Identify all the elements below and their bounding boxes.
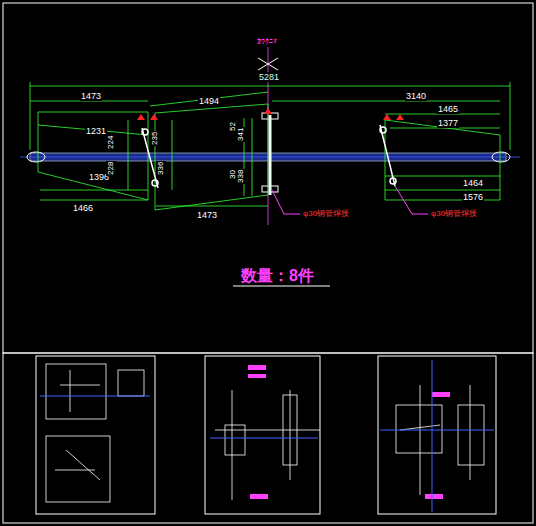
- dimension-text: 1465: [437, 104, 459, 114]
- callout-note: φ30钢管焊接: [302, 209, 350, 219]
- dimension-text: 338: [236, 169, 246, 184]
- dimension-text: 336: [156, 161, 166, 176]
- dimension-text: 3140: [405, 91, 427, 101]
- dimension-text: 235: [150, 131, 160, 146]
- callout-note: φ30钢管焊接: [430, 209, 478, 219]
- dimension-text: 1231: [85, 126, 107, 136]
- dimension-text: 1473: [196, 210, 218, 220]
- quantity-note: 数量：8件: [240, 266, 315, 285]
- dimension-text: 1473: [80, 91, 102, 101]
- dimension-text: 1576: [462, 192, 484, 202]
- dimension-text: 1494: [198, 96, 220, 106]
- dimension-text: 1464: [462, 178, 484, 188]
- callout-note: ｶﾜｸﾆﾏ: [256, 37, 278, 47]
- dimension-text: 5281: [258, 72, 280, 82]
- dimension-text: 1377: [437, 118, 459, 128]
- dimension-text: 1466: [72, 203, 94, 213]
- dimension-text: 224: [106, 135, 116, 150]
- dimension-text: 341: [236, 127, 246, 142]
- dimension-text: 228: [106, 161, 116, 176]
